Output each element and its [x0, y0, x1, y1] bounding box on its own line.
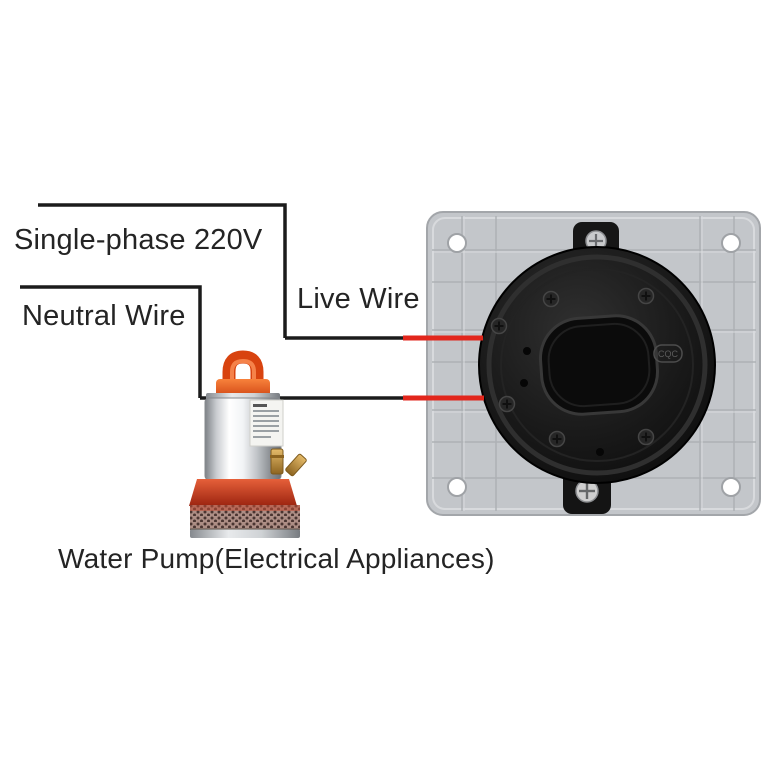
device-pin-holes	[520, 347, 604, 456]
pump-caption: Water Pump(Electrical Appliances)	[58, 543, 495, 574]
certification-mark-text: CQC	[658, 349, 679, 359]
pump-handle	[222, 350, 264, 402]
pump-label-sticker	[249, 399, 284, 447]
power-label: Single-phase 220V	[14, 224, 263, 256]
controller-device: CQC	[478, 222, 716, 514]
wiring-lines	[20, 203, 484, 401]
pump-brass-fittings	[270, 448, 307, 477]
live-wire-label: Live Wire	[297, 283, 420, 315]
neutral-wire-label: Neutral Wire	[22, 300, 186, 332]
plate-corner-holes	[447, 233, 741, 497]
power-line	[38, 203, 287, 338]
certification-mark: CQC	[653, 344, 683, 363]
device-inner-ring	[486, 254, 708, 476]
device-screws	[490, 287, 655, 448]
pump-base	[189, 479, 297, 506]
device-knob	[538, 314, 660, 416]
water-pump-illustration	[189, 350, 307, 538]
pump-handle-highlight	[230, 358, 256, 400]
pump-bottom-rim	[190, 529, 300, 538]
neutral-line	[20, 285, 202, 398]
